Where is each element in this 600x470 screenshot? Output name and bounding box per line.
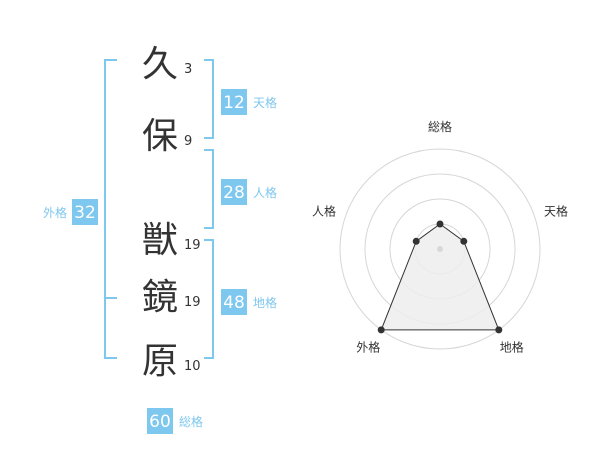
stroke-count: 3 [184, 62, 192, 77]
bracket-chikaku [204, 239, 214, 359]
radar-point [495, 326, 503, 334]
badge-box [147, 408, 173, 434]
fortune-value: 60 [149, 412, 171, 432]
stroke-count: 19 [184, 238, 201, 253]
badge-box [72, 199, 98, 225]
fortune-label: 地格 [253, 295, 277, 310]
stroke-count: 10 [184, 359, 201, 374]
name-character: 鏡 [142, 277, 178, 318]
radar-axis-label: 天格 [544, 203, 568, 218]
bracket-gaikaku [104, 59, 117, 359]
name-character: 獣 [142, 220, 178, 261]
bracket-tenkaku [204, 59, 214, 139]
radar-point [412, 237, 420, 245]
radar-polygon [380, 223, 500, 331]
badge-gaikaku: 32 外格 [43, 199, 98, 225]
bracket-lines [104, 59, 214, 359]
badge-tenkaku: 12 天格 [221, 89, 277, 115]
radar-axis-label: 地格 [500, 340, 524, 355]
fortune-value: 32 [74, 203, 96, 223]
name-character-row: 獣 19 [142, 220, 201, 261]
bracket-jinkaku [204, 149, 214, 229]
radar-center-point [437, 246, 443, 252]
radar-point [377, 326, 385, 334]
radar-axis-label: 総格 [428, 119, 452, 134]
radar-axis-label: 人格 [312, 203, 336, 218]
fortune-value: 48 [223, 293, 245, 313]
name-character-row: 原 10 [142, 341, 201, 382]
badge-box [221, 89, 247, 115]
badge-soukaku: 60 総格 [147, 408, 203, 434]
name-character: 保 [142, 116, 178, 157]
name-character-row: 鏡 19 [142, 277, 201, 318]
fortune-label: 天格 [253, 95, 277, 110]
radar-point [436, 220, 444, 228]
fortune-value: 28 [223, 183, 245, 203]
radar-grid-ring [339, 148, 541, 350]
badge-jinkaku: 28 人格 [221, 179, 277, 205]
fortune-label: 外格 [43, 205, 67, 220]
radar-axis-label: 外格 [356, 340, 380, 355]
fortune-label: 人格 [253, 185, 277, 200]
badge-box [221, 289, 247, 315]
stroke-count: 9 [184, 134, 192, 149]
radar-point [460, 237, 468, 245]
name-character: 原 [142, 341, 178, 382]
stroke-count: 19 [184, 295, 201, 310]
fortune-label: 総格 [179, 414, 203, 429]
badge-box [221, 179, 247, 205]
fortune-badges: 12 天格 28 人格 48 地格 32 外格 60 総格 [43, 89, 277, 434]
name-character: 久 [142, 44, 178, 85]
badge-chikaku: 48 地格 [221, 289, 277, 315]
fortune-value: 12 [223, 93, 245, 113]
